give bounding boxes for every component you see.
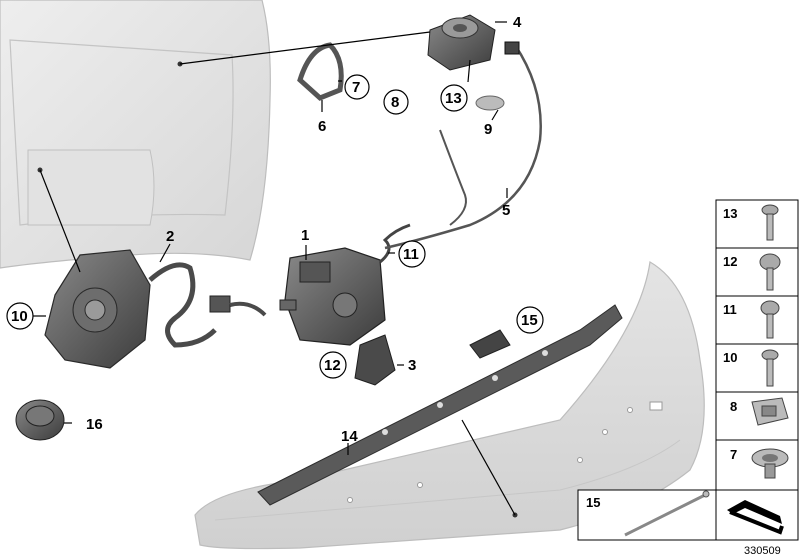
fastener-legend: 13 12 11 10 8 7: [715, 199, 799, 496]
screw-icon: [760, 300, 780, 339]
callout-12: 12: [324, 357, 341, 374]
screw-icon: [761, 349, 779, 387]
legend-item-8: 8: [730, 399, 737, 414]
callout-1: 1: [301, 227, 309, 244]
callout-5: 5: [502, 202, 510, 219]
callout-2: 2: [166, 228, 174, 245]
trunk-lid: [0, 0, 271, 269]
lock-part-1: [279, 223, 411, 346]
screw-icon: [759, 253, 781, 291]
callout-3: 3: [408, 357, 416, 374]
leader-lines: [30, 21, 516, 516]
housing-part-4: [427, 14, 496, 71]
callout-8: 8: [391, 94, 399, 111]
drive-motor-part-2: [44, 249, 267, 369]
callout-11: 11: [403, 246, 419, 263]
legend-item-11: 11: [723, 302, 737, 317]
callout-13: 13: [445, 90, 462, 107]
cable-part-5: [384, 44, 542, 250]
callout-7: 7: [352, 79, 360, 96]
bracket-part-3: [354, 334, 396, 386]
callout-4: 4: [513, 14, 522, 31]
rail-part-14: [257, 304, 623, 506]
trim-part-6: [297, 42, 344, 101]
callout-15: 15: [521, 312, 538, 329]
callout-6: 6: [318, 118, 326, 135]
washer-part-9: [475, 95, 505, 111]
callout-14: 14: [341, 428, 358, 445]
legend-item-10: 10: [723, 350, 737, 365]
callout-9: 9: [484, 121, 492, 138]
legend-item-7: 7: [730, 447, 737, 462]
callout-16: 16: [86, 416, 103, 433]
clip-icon: [751, 448, 789, 479]
document-number: 330509: [744, 545, 781, 557]
legend-item-13: 13: [723, 206, 737, 221]
connector: [504, 41, 520, 55]
callout-10: 10: [11, 308, 28, 325]
screw-icon: [761, 204, 779, 241]
arrow-symbol-icon: [727, 500, 784, 535]
cable-branch: [439, 129, 467, 226]
legend-bottom-15: 15: [586, 495, 600, 510]
cap-part-16: [15, 399, 65, 441]
legend-item-12: 12: [723, 254, 737, 269]
clip-icon: [751, 397, 789, 426]
